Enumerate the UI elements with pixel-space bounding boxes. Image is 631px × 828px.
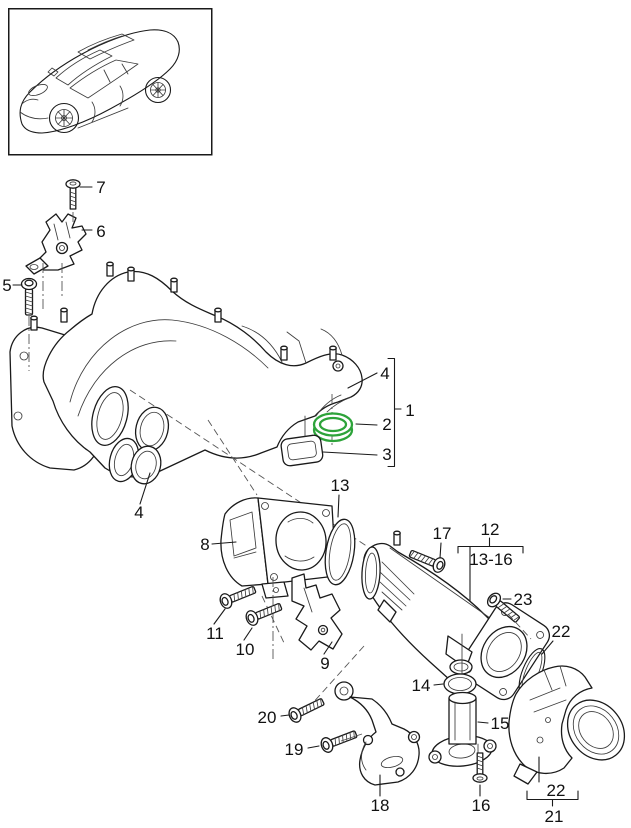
part-9-bracket xyxy=(291,573,343,651)
part-label-3[interactable]: 3 xyxy=(382,445,391,464)
part-label-7[interactable]: 7 xyxy=(96,178,105,197)
part-label-14[interactable]: 14 xyxy=(412,676,431,695)
part-21-throttle-body xyxy=(508,665,626,785)
assembly-dash-dot-lines xyxy=(28,212,74,371)
part-20-bolt xyxy=(286,694,327,725)
part-5-bolt xyxy=(20,277,38,316)
part-18-bracket xyxy=(334,681,421,786)
part-6-bracket xyxy=(25,213,87,275)
part-label-4b[interactable]: 4 xyxy=(134,503,143,522)
part-label-22[interactable]: 22 xyxy=(552,622,571,641)
part-10-bolt xyxy=(243,598,285,628)
part-label-12[interactable]: 12 xyxy=(481,520,500,539)
part-label-20[interactable]: 20 xyxy=(258,708,277,727)
part-label-19[interactable]: 19 xyxy=(285,740,304,759)
part-label-13-16[interactable]: 13-16 xyxy=(469,550,512,569)
part-label-17[interactable]: 17 xyxy=(433,524,452,543)
part-label-6[interactable]: 6 xyxy=(96,222,105,241)
part-label-9[interactable]: 9 xyxy=(320,654,329,673)
axis-line-bolt-23 xyxy=(507,613,532,640)
part-callouts: 7 6 5 4 1 2 3 4 8 13 11 10 9 17 12 13-16… xyxy=(2,178,570,826)
part-2-oring-highlighted xyxy=(312,412,354,443)
axis-line-manifold-throttle xyxy=(207,419,258,496)
part-19-bolt xyxy=(318,726,360,755)
part-label-4[interactable]: 4 xyxy=(380,364,389,383)
part-11-bolt xyxy=(217,581,259,611)
vehicle-box xyxy=(8,8,213,156)
part-14-oring xyxy=(443,673,477,695)
part-label-1[interactable]: 1 xyxy=(405,401,414,420)
part-12-air-duct xyxy=(361,530,551,701)
part-label-18[interactable]: 18 xyxy=(371,796,390,815)
part-4-seal xyxy=(130,406,170,485)
part-label-8[interactable]: 8 xyxy=(200,535,209,554)
part-13-oring xyxy=(324,518,356,586)
part-label-22b[interactable]: 22 xyxy=(547,781,566,800)
part-label-5[interactable]: 5 xyxy=(2,276,11,295)
axis-line-bolt-19 xyxy=(340,733,363,742)
part-15-valve xyxy=(428,691,497,767)
part-label-15[interactable]: 15 xyxy=(491,714,510,733)
vehicle-thumbnail xyxy=(19,29,180,134)
part-label-10[interactable]: 10 xyxy=(236,640,255,659)
part-8-throttle-flange xyxy=(220,497,337,599)
part-label-21[interactable]: 21 xyxy=(545,807,564,826)
callout-lines xyxy=(12,186,579,807)
axis-line-flange-bracket-9 xyxy=(261,595,286,646)
part-3-gasket xyxy=(280,434,324,467)
part-label-13[interactable]: 13 xyxy=(331,476,350,495)
part-label-23[interactable]: 23 xyxy=(514,590,533,609)
intake-manifold xyxy=(9,261,363,483)
part-7-screw xyxy=(65,179,81,210)
part-label-16[interactable]: 16 xyxy=(472,796,491,815)
part-label-2[interactable]: 2 xyxy=(382,415,391,434)
axis-line-duct-bracket-18 xyxy=(310,645,365,706)
part-label-11[interactable]: 11 xyxy=(206,624,224,643)
